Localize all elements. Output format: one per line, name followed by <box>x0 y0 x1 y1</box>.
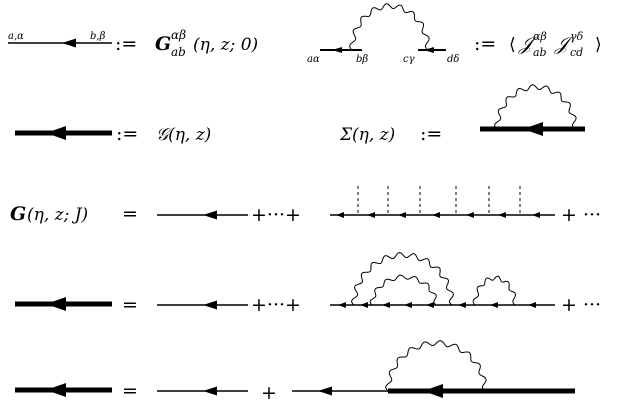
arrow-head <box>404 302 412 308</box>
arrow-head <box>426 302 434 308</box>
inner-wavy-line <box>369 274 437 306</box>
bold-G-symbol: G <box>155 33 171 55</box>
G-superscript: αβ <box>171 28 186 42</box>
vertex-label-a-alpha: a,α <box>8 31 24 42</box>
plus-dots-plus: +···+ <box>251 204 301 226</box>
arrow-head <box>532 212 540 218</box>
interaction-wavy-line <box>349 3 430 51</box>
continuation-dots: + ··· <box>561 294 601 316</box>
equals-sign: = <box>122 380 138 402</box>
self-energy-wavy-line <box>494 84 577 130</box>
vertex-label-c-gamma-small: cγ <box>403 54 415 65</box>
arrow-head <box>336 212 344 218</box>
external-potential-insertions <box>357 186 521 213</box>
arrow-head <box>360 302 368 308</box>
J1-superscript: αβ <box>533 30 547 43</box>
arrow-head <box>318 386 332 396</box>
vertex-label-b-beta-small: bβ <box>356 54 368 65</box>
assign-symbol: := <box>116 123 138 145</box>
G-arguments: (η, z; 0) <box>193 35 258 55</box>
vertex-label-d-delta-small: dδ <box>447 54 459 65</box>
arrow-head <box>398 212 406 218</box>
G-arguments-with-J: (η, z; J) <box>27 205 88 225</box>
assign-symbol: := <box>115 33 137 55</box>
row-4: = +···+ + ··· <box>15 252 601 316</box>
assign-symbol-2: := <box>474 33 496 55</box>
sigma-of-eta-z: Σ(η, z) <box>339 125 395 145</box>
arrow-head <box>424 47 434 53</box>
arrow-head <box>382 302 390 308</box>
script-G-of-eta-z: 𝒢(η, z) <box>156 125 211 145</box>
arrow-head <box>498 212 506 218</box>
J2-subscript: cd <box>570 46 583 59</box>
G-subscript: ab <box>171 45 186 59</box>
arrow-head <box>423 384 443 398</box>
plus-sign: + <box>261 382 277 404</box>
arrow-head <box>46 126 66 140</box>
arrow-head <box>338 302 346 308</box>
segment-arrows <box>338 302 536 308</box>
arrow-head <box>46 383 66 397</box>
correlator-open: ⟨ <box>509 35 516 55</box>
assign-symbol-2: := <box>420 123 442 145</box>
arrow-head <box>203 210 217 220</box>
outer-wavy-line <box>351 252 454 306</box>
segment-arrows <box>336 212 540 218</box>
correlator-close: ⟩ <box>595 35 602 55</box>
vertex-label-a-alpha-small: aα <box>307 54 320 65</box>
row-2: := 𝒢(η, z) Σ(η, z) := <box>15 84 585 145</box>
arrow-head <box>458 302 466 308</box>
arrow-head <box>466 212 474 218</box>
row-5: = + <box>15 340 575 404</box>
arrow-head <box>432 212 440 218</box>
J1-subscript: ab <box>533 46 547 59</box>
self-energy-wavy-line <box>385 340 487 392</box>
arrow-head <box>528 302 536 308</box>
arrow-head <box>332 47 342 53</box>
arrow-head <box>203 386 217 396</box>
equals-sign: = <box>122 294 138 316</box>
equals-sign: = <box>122 203 138 225</box>
arrow-head <box>203 300 217 310</box>
arrow-head <box>46 297 66 311</box>
second-wavy-line <box>472 275 516 306</box>
arrow-head <box>367 212 375 218</box>
arrow-head <box>490 302 498 308</box>
plus-dots-plus: +···+ <box>251 294 301 316</box>
bold-G-symbol: G <box>10 203 26 225</box>
arrow-head <box>523 122 543 136</box>
vertex-label-b-beta: b,β <box>90 31 106 42</box>
continuation-dots: + ··· <box>561 204 601 226</box>
arrow-head <box>62 38 76 48</box>
row-1: a,α b,β := G αβ ab (η, z; 0) aα bβ cγ dδ… <box>8 3 602 65</box>
J2-superscript: γδ <box>570 30 584 43</box>
row-3: G (η, z; J) = +···+ + ··· <box>10 186 601 226</box>
